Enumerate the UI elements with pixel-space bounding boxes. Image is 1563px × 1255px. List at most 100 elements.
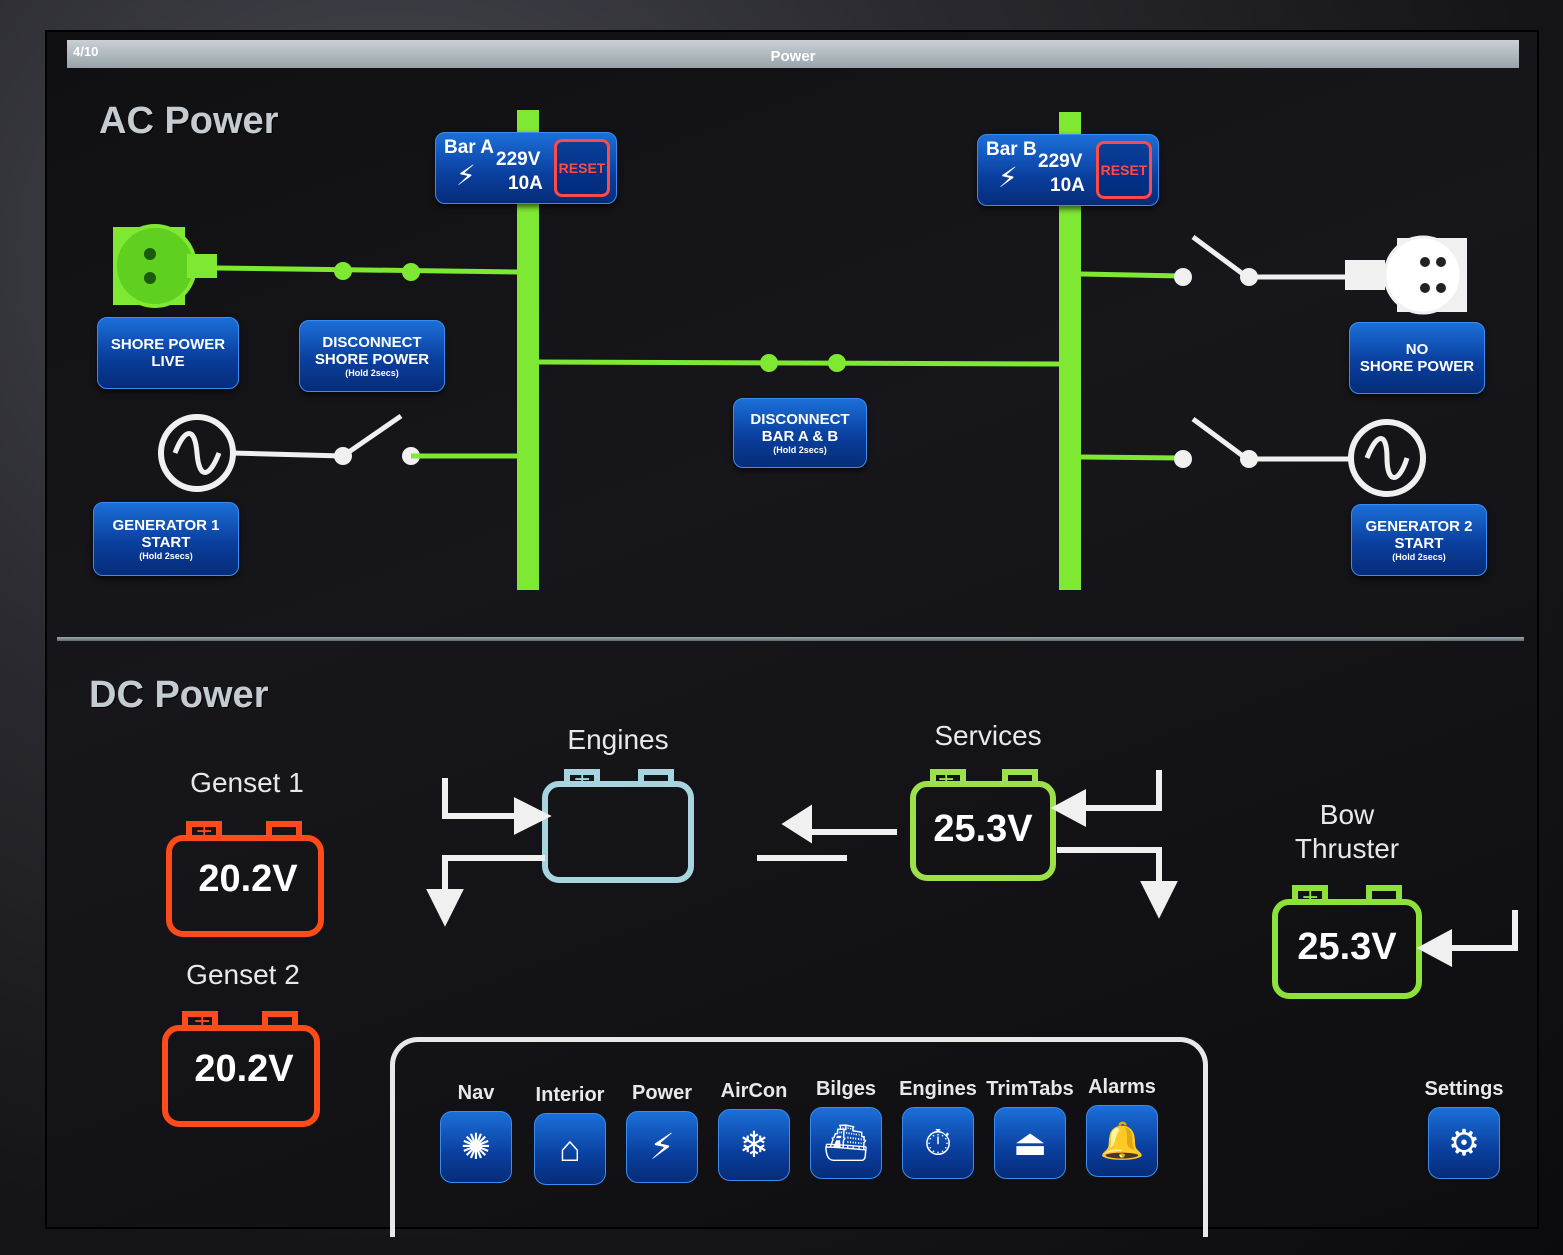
sun-color-icon: ✺ — [440, 1111, 512, 1183]
lightning-icon: ⚡ — [998, 162, 1018, 193]
button-label-line1: GENERATOR 2 — [1365, 518, 1473, 535]
shore-right-switch-open — [1191, 234, 1249, 280]
generator-2-icon — [1348, 419, 1426, 497]
button-label-line2: START — [141, 534, 191, 551]
gen1-switch-open — [341, 413, 403, 459]
button-label-line1: DISCONNECT — [750, 411, 850, 428]
nav-item-interior[interactable]: Interior ⌂ — [525, 1084, 615, 1185]
nav-label: Power — [631, 1082, 693, 1104]
bar-b-name: Bar B — [986, 139, 1037, 160]
lightning-icon: ⚡ — [456, 160, 476, 191]
disconnect-shore-power-button[interactable]: DISCONNECT SHORE POWER (Hold 2secs) — [299, 320, 445, 392]
shore-line-left — [216, 265, 518, 275]
services-label: Services — [934, 720, 1042, 751]
shore-plug-icon-live — [113, 224, 217, 308]
nav-label: Interior — [535, 1084, 605, 1106]
bar-b-reset-button[interactable]: RESET — [1096, 141, 1152, 199]
bar-a-reset-button[interactable]: RESET — [554, 139, 610, 197]
bus-bar-b — [1059, 112, 1081, 590]
button-label-line1: DISCONNECT — [322, 334, 422, 351]
no-shore-power-button[interactable]: NO SHORE POWER — [1349, 322, 1485, 394]
generator-2-start-button[interactable]: GENERATOR 2 START (Hold 2secs) — [1351, 504, 1487, 576]
power-diagram: + + + + + — [113, 110, 1518, 1127]
gen2-switch-open — [1191, 416, 1249, 462]
bar-a-voltage: 229V — [496, 149, 541, 170]
svg-text:+: + — [937, 767, 955, 792]
svg-text:+: + — [195, 819, 213, 844]
tie-node-left — [760, 354, 778, 372]
gauge-icon: ⏱ — [902, 1107, 974, 1179]
generator-1-icon — [158, 414, 236, 492]
bottom-nav-frame — [390, 1037, 1208, 1237]
nav-label: Nav — [457, 1082, 495, 1104]
button-label-line2: SHORE POWER — [1359, 358, 1475, 375]
nav-item-bilges[interactable]: Bilges ⛴ — [801, 1078, 891, 1179]
services-battery-icon: + — [910, 767, 1056, 881]
bow-thruster-label-line1: Bow — [1319, 799, 1375, 830]
svg-text:+: + — [573, 767, 591, 792]
nav-label: AirCon — [720, 1080, 788, 1102]
nav-item-aircon[interactable]: AirCon ❄ — [709, 1080, 799, 1181]
nav-item-power[interactable]: Power ⚡ — [617, 1082, 707, 1183]
dc-flow-arrows — [426, 770, 1518, 968]
bar-b-voltage: 229V — [1038, 151, 1083, 172]
bar-a-current: 10A — [508, 173, 543, 194]
bilge-pump-icon: ⛴ — [810, 1107, 882, 1179]
shore-power-live-button[interactable]: SHORE POWER LIVE — [97, 317, 239, 389]
hold-hint: (Hold 2secs) — [139, 551, 193, 561]
hold-hint: (Hold 2secs) — [345, 368, 399, 378]
shore-node-1 — [334, 262, 352, 280]
trim-tab-icon: ⏏ — [994, 1107, 1066, 1179]
shore-plug-icon-disconnected — [1345, 235, 1467, 315]
nav-item-nav[interactable]: Nav ✺ — [431, 1082, 521, 1183]
section-divider — [57, 637, 1524, 641]
settings-label: Settings — [1424, 1078, 1504, 1100]
dc-power-title: DC Power — [89, 674, 269, 716]
svg-text:+: + — [193, 1009, 211, 1034]
bar-a-panel: Bar A ⚡ 229V 10A RESET — [435, 132, 617, 204]
alarm-bell-icon: 🔔 — [1086, 1105, 1158, 1177]
bar-a-name: Bar A — [444, 137, 494, 158]
nav-item-trimtabs[interactable]: TrimTabs ⏏ — [985, 1078, 1075, 1179]
genset-2-label: Genset 2 — [186, 959, 300, 990]
hold-hint: (Hold 2secs) — [773, 445, 827, 455]
title-bar: 4/10 Power — [67, 40, 1519, 68]
gen2-switch-contact — [1174, 450, 1192, 468]
ceiling-light-icon: ⌂ — [534, 1113, 606, 1185]
genset-2-voltage: 20.2V — [194, 1048, 294, 1090]
page-title: Power — [770, 48, 816, 65]
generator-1-start-button[interactable]: GENERATOR 1 START (Hold 2secs) — [93, 502, 239, 576]
gear-icon: ⚙ — [1428, 1107, 1500, 1179]
shore-feed-right — [1080, 271, 1184, 279]
genset-1-label: Genset 1 — [190, 767, 304, 798]
nav-label: TrimTabs — [986, 1078, 1074, 1100]
bar-b-current: 10A — [1050, 175, 1085, 196]
nav-label: Alarms — [1088, 1076, 1156, 1098]
shore-node-2 — [402, 263, 420, 281]
disconnect-bar-a-b-button[interactable]: DISCONNECT BAR A & B (Hold 2secs) — [733, 398, 867, 468]
services-voltage: 25.3V — [933, 808, 1033, 850]
bow-thruster-voltage: 25.3V — [1297, 926, 1397, 968]
svg-text:+: + — [1301, 885, 1319, 910]
snowflake-icon: ❄ — [718, 1109, 790, 1181]
hold-hint: (Hold 2secs) — [1392, 552, 1446, 562]
nav-label: Bilges — [815, 1078, 877, 1100]
shore-right-contact — [1174, 268, 1192, 286]
nav-item-engines[interactable]: Engines ⏱ — [893, 1078, 983, 1179]
nav-label: Engines — [899, 1078, 977, 1100]
button-label-line2: BAR A & B — [761, 428, 839, 445]
bar-b-panel: Bar B ⚡ 229V 10A RESET — [977, 134, 1159, 206]
engines-label: Engines — [567, 724, 669, 755]
lightning-icon: ⚡ — [626, 1111, 698, 1183]
button-label-line1: GENERATOR 1 — [112, 517, 220, 534]
settings-button[interactable]: Settings ⚙ — [1419, 1078, 1509, 1179]
genset-1-voltage: 20.2V — [198, 858, 298, 900]
bow-thruster-label-line2: Thruster — [1294, 833, 1400, 864]
page-indicator: 4/10 — [73, 44, 99, 59]
nav-item-alarms[interactable]: Alarms 🔔 — [1077, 1076, 1167, 1177]
tie-node-right — [828, 354, 846, 372]
button-label-line2: START — [1394, 535, 1444, 552]
engines-battery-icon: + — [542, 767, 694, 883]
gen1-line — [232, 450, 344, 459]
bus-bar-a — [517, 110, 539, 590]
